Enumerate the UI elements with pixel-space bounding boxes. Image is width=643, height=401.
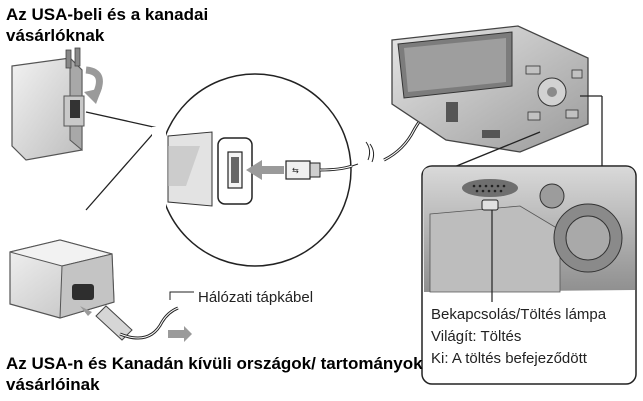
usb-connection-callout: ⇆	[85, 73, 353, 267]
lamp-off-status: Ki: A töltés befejeződött	[431, 350, 587, 367]
ac-adapter-other-countries	[9, 239, 194, 342]
heading-other-countries: Az USA-n és Kanadán kívüli országok/ tar…	[6, 354, 423, 394]
lamp-detail-inset	[421, 165, 637, 385]
power-cord-label: Hálózati tápkábel	[198, 289, 314, 306]
ac-adapter-usa-canada	[11, 47, 103, 161]
lamp-on-status: Világít: Töltés	[431, 328, 522, 345]
lamp-title: Bekapcsolás/Töltés lámpa	[431, 306, 607, 323]
heading-usa-canada: Az USA-beli és a kanadai vásárlóknak	[6, 5, 209, 45]
lamp-description: Bekapcsolás/Töltés lámpa Világít: Töltés…	[431, 304, 636, 370]
camera	[391, 25, 589, 153]
svg-text:⇆: ⇆	[292, 166, 299, 175]
